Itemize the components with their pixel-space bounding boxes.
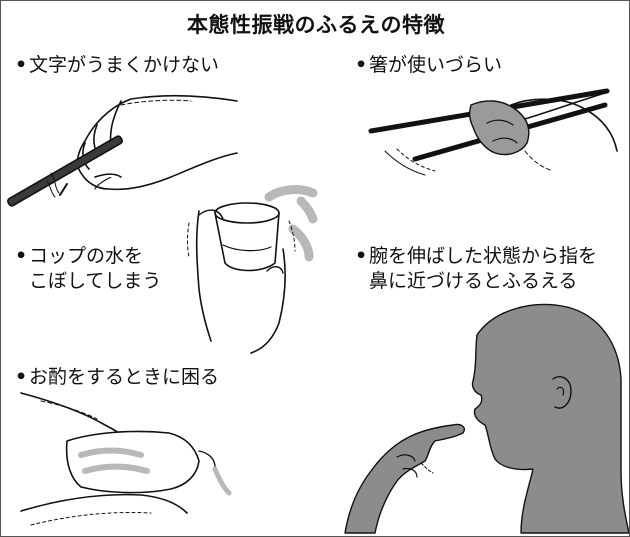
infographic-title: 本態性振戦のふるえの特徴	[187, 13, 445, 37]
pouring-illustration	[20, 392, 232, 526]
pointing-arm-silhouette	[344, 423, 465, 534]
head-silhouette	[471, 303, 629, 534]
caption-writing: •文字がうまくかけない	[15, 54, 220, 76]
caption-pouring: •お酌をするときに困る	[15, 366, 220, 388]
caption-cup: •コップの水を こぼしてしまう	[15, 245, 162, 292]
chopsticks-illustration	[368, 88, 618, 176]
caption-chopsticks: •箸が使いづらい	[355, 54, 503, 76]
caption-finger-nose: •腕を伸ばした状態から指を 鼻に近づけるとふるえる	[355, 245, 598, 292]
cup-illustration	[187, 185, 318, 354]
writing-hand-illustration	[7, 94, 238, 207]
